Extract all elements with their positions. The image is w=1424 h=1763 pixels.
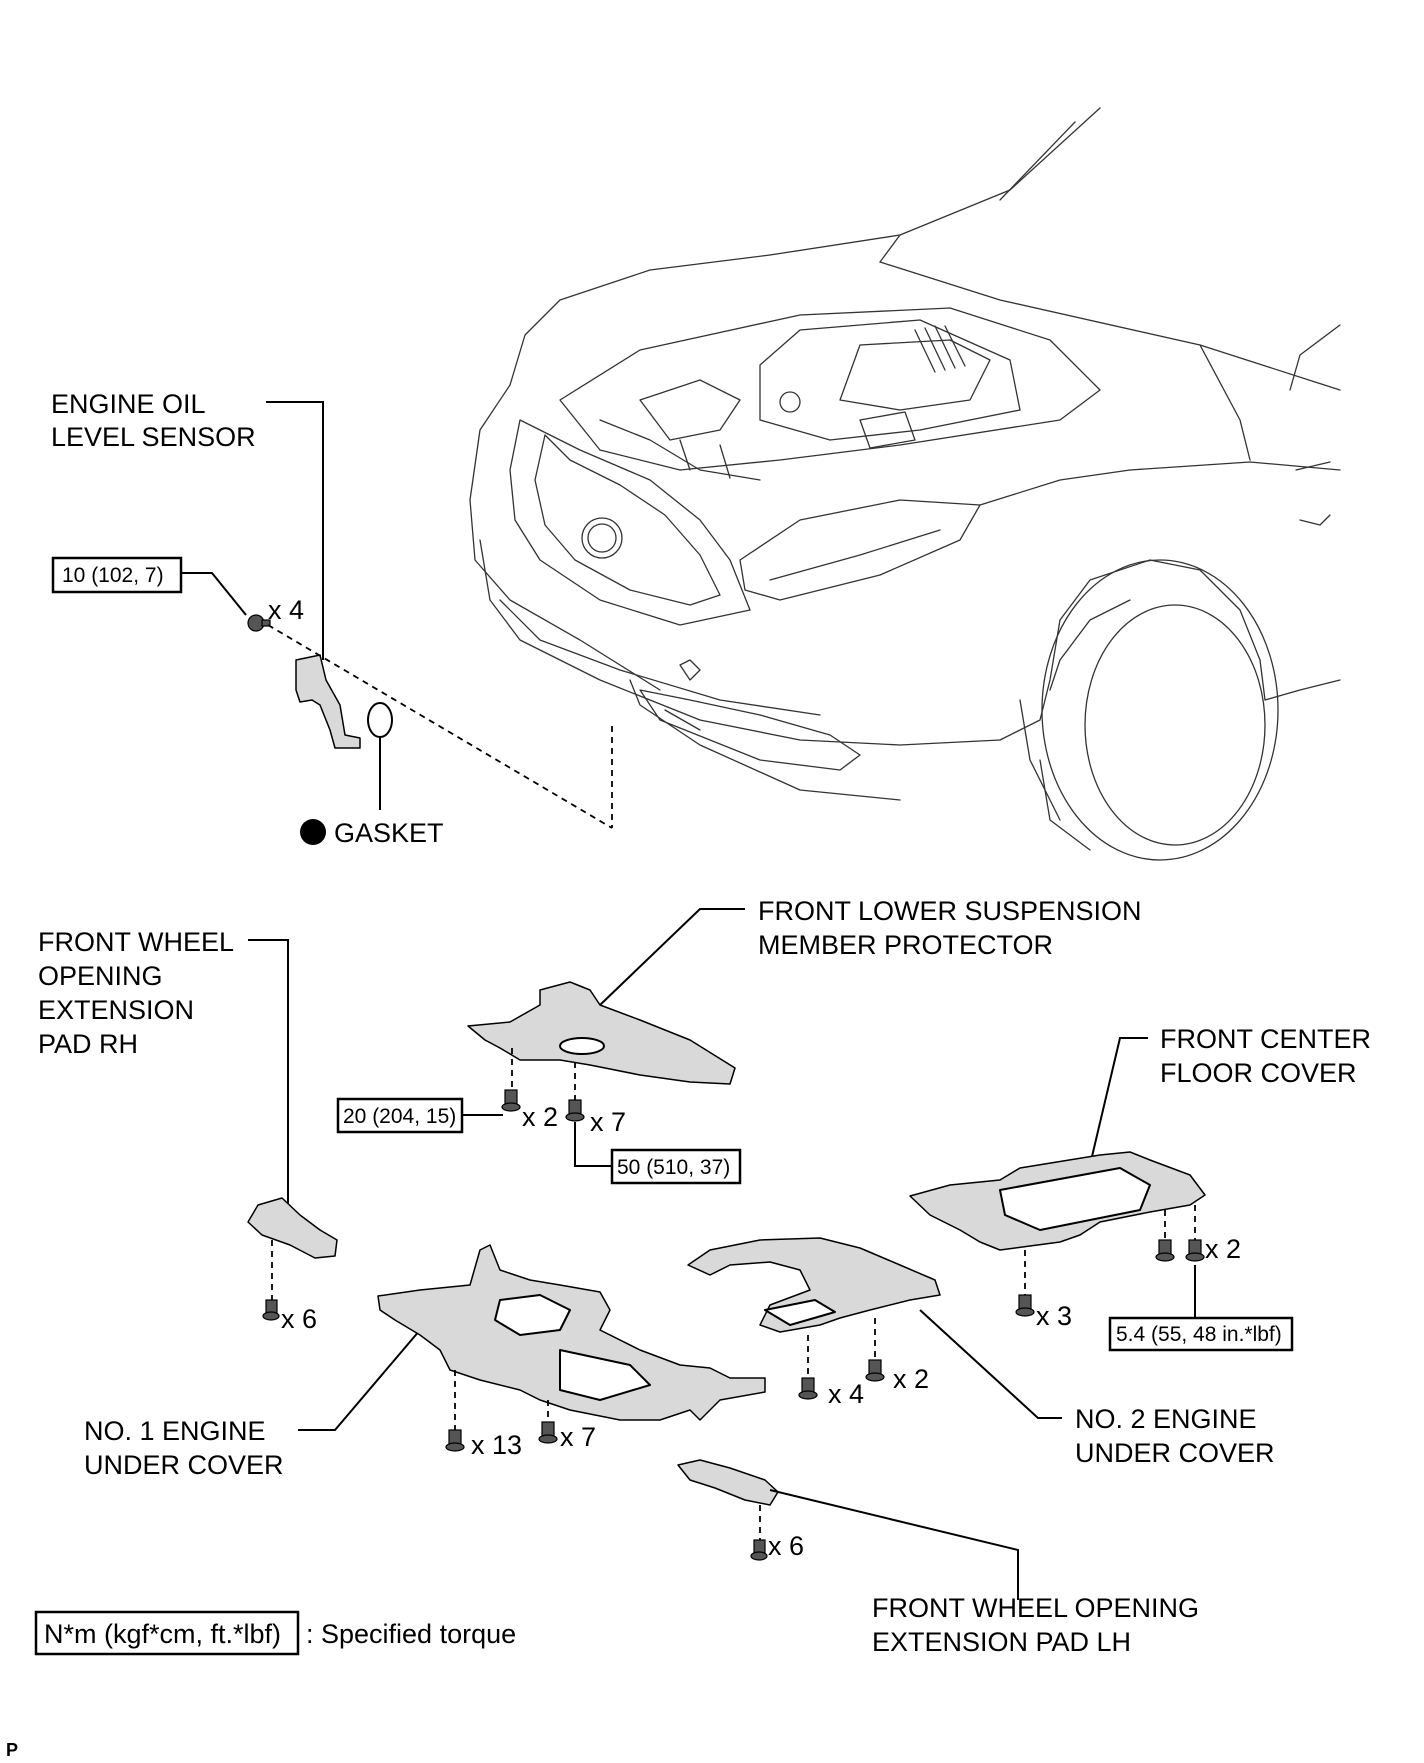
vehicle-front-illustration [469, 107, 1341, 861]
protector-torque-a-value: 20 (204, 15) [343, 1105, 456, 1128]
floor-cover-torque-value: 5.4 (55, 48 in.*lbf) [1116, 1323, 1282, 1346]
pad-rh-label-line2: OPENING [38, 961, 163, 991]
floor-cover-bolt-a-icon [1015, 1294, 1035, 1317]
no1-engine-under-cover-group: NO. 1 ENGINE UNDER COVER x 13 x 7 [84, 1244, 766, 1480]
floor-cover-bolt-b-icon [1155, 1239, 1205, 1262]
protector-part [467, 981, 736, 1085]
floor-cover-torque-box [1108, 1316, 1294, 1352]
no1-qty-b: x 7 [560, 1422, 596, 1452]
floor-cover-qty-a: x 3 [1036, 1301, 1072, 1331]
front-lower-suspension-member-protector-group: FRONT LOWER SUSPENSION MEMBER PROTECTOR … [336, 896, 1142, 1185]
floor-cover-qty-b: x 2 [1205, 1234, 1241, 1264]
protector-bolt-b-icon [565, 1099, 585, 1122]
no1-qty-a: x 13 [471, 1430, 522, 1460]
pad-lh-label-line1: FRONT WHEEL OPENING [872, 1593, 1199, 1623]
corner-mark: P [6, 1740, 18, 1760]
protector-torque-a-box [336, 1097, 464, 1134]
protector-qty-b: x 7 [590, 1107, 626, 1137]
front-center-floor-cover-group: FRONT CENTER FLOOR COVER x 3 x 2 5.4 (55… [909, 1024, 1371, 1352]
protector-qty-a: x 2 [522, 1102, 558, 1132]
pad-rh-part [247, 1197, 338, 1259]
pad-rh-label-line4: PAD RH [38, 1029, 138, 1059]
gasket-label: GASKET [334, 818, 444, 848]
no2-qty-b: x 2 [893, 1364, 929, 1394]
no2-label-line2: UNDER COVER [1075, 1438, 1275, 1468]
no1-label-line1: NO. 1 ENGINE [84, 1416, 266, 1446]
engine-oil-level-sensor-group: ENGINE OIL LEVEL SENSOR x 4 10 (102, 7) … [51, 389, 613, 848]
front-wheel-opening-extension-pad-lh-group: x 6 FRONT WHEEL OPENING EXTENSION PAD LH [677, 1459, 1199, 1657]
floor-cover-label-line2: FLOOR COVER [1160, 1058, 1357, 1088]
legend-unit: N*m (kgf*cm, ft.*lbf) [44, 1619, 281, 1649]
protector-label-line1: FRONT LOWER SUSPENSION [758, 896, 1142, 926]
no1-bolt-b-icon [538, 1421, 558, 1444]
protector-torque-b-box [610, 1148, 742, 1185]
legend-text: : Specified torque [306, 1619, 516, 1649]
gasket-part [367, 702, 393, 738]
pad-rh-bolt-icon [262, 1299, 280, 1321]
protector-torque-b-value: 50 (510, 37) [617, 1156, 730, 1179]
oil-sensor-bolt-icon [247, 614, 271, 632]
no2-bolt-b-icon [865, 1359, 885, 1382]
floor-cover-label-line1: FRONT CENTER [1160, 1024, 1371, 1054]
oil-sensor-qty: x 4 [268, 595, 304, 625]
pad-rh-label-line1: FRONT WHEEL [38, 927, 234, 957]
pad-lh-qty: x 6 [768, 1531, 804, 1561]
front-wheel-opening-extension-pad-rh-group: FRONT WHEEL OPENING EXTENSION PAD RH x 6 [38, 927, 338, 1334]
no2-engine-under-cover-group: NO. 2 ENGINE UNDER COVER x 4 x 2 [687, 1237, 1275, 1468]
torque-legend: N*m (kgf*cm, ft.*lbf) : Specified torque [34, 1610, 516, 1656]
oil-level-sensor-part [295, 654, 361, 749]
pad-lh-part [677, 1459, 779, 1506]
oil-sensor-torque-value: 10 (102, 7) [62, 564, 164, 587]
pad-rh-qty: x 6 [281, 1304, 317, 1334]
no1-label-line2: UNDER COVER [84, 1450, 284, 1480]
no1-bolt-a-icon [445, 1429, 465, 1452]
protector-label-line2: MEMBER PROTECTOR [758, 930, 1053, 960]
protector-bolt-a-icon [501, 1089, 521, 1112]
oil-sensor-torque-box [51, 556, 183, 594]
engine-oil-level-sensor-label-line2: LEVEL SENSOR [51, 422, 256, 452]
legend-unit-box [34, 1610, 300, 1656]
engine-oil-level-sensor-label-line1: ENGINE OIL [51, 389, 206, 419]
pad-lh-label-line2: EXTENSION PAD LH [872, 1627, 1131, 1657]
pad-lh-bolt-icon [750, 1539, 768, 1561]
filled-circle-icon [300, 819, 326, 845]
no2-bolt-a-icon [798, 1377, 818, 1400]
no2-qty-a: x 4 [828, 1379, 864, 1409]
pad-rh-label-line3: EXTENSION [38, 995, 194, 1025]
no2-cover-part [687, 1237, 941, 1333]
no2-label-line1: NO. 2 ENGINE [1075, 1404, 1257, 1434]
